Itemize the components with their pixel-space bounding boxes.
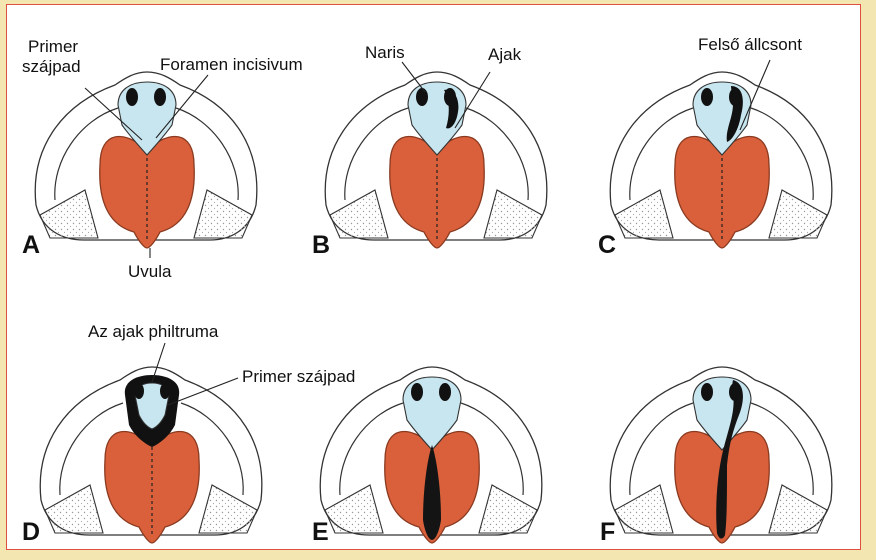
panel-letter-b: B [312, 231, 330, 259]
label-naris: Naris [365, 43, 405, 62]
panel-d [39, 366, 263, 544]
label-uvula: Uvula [128, 262, 172, 281]
panel-c [609, 71, 833, 249]
naris-left-icon [126, 88, 138, 106]
panel-letter-c: C [598, 231, 616, 259]
panel-f [609, 366, 833, 544]
panel-letter-f: F [600, 518, 615, 546]
label-foramen-incisivum: Foramen incisivum [160, 55, 303, 74]
panel-letter-a: A [22, 231, 40, 259]
label-primer-szajpad-d: Primer szájpad [242, 367, 355, 386]
panel-letter-d: D [22, 518, 40, 546]
palatal-cleft-mark [423, 445, 441, 540]
panel-e [319, 366, 543, 544]
label-ajak: Ajak [488, 45, 522, 64]
label-primer-2: szájpad [22, 57, 81, 76]
label-primer-1: Primer [28, 37, 78, 56]
complete-cleft-mark [716, 380, 743, 539]
panel-letter-e: E [312, 518, 329, 546]
label-felso-allcsont: Felső állcsont [698, 35, 802, 54]
panel-a [34, 71, 258, 249]
panel-b [324, 71, 548, 249]
label-philtrum: Az ajak philtruma [88, 322, 219, 341]
leader-lines [84, 59, 771, 406]
naris-right-icon [154, 88, 166, 106]
